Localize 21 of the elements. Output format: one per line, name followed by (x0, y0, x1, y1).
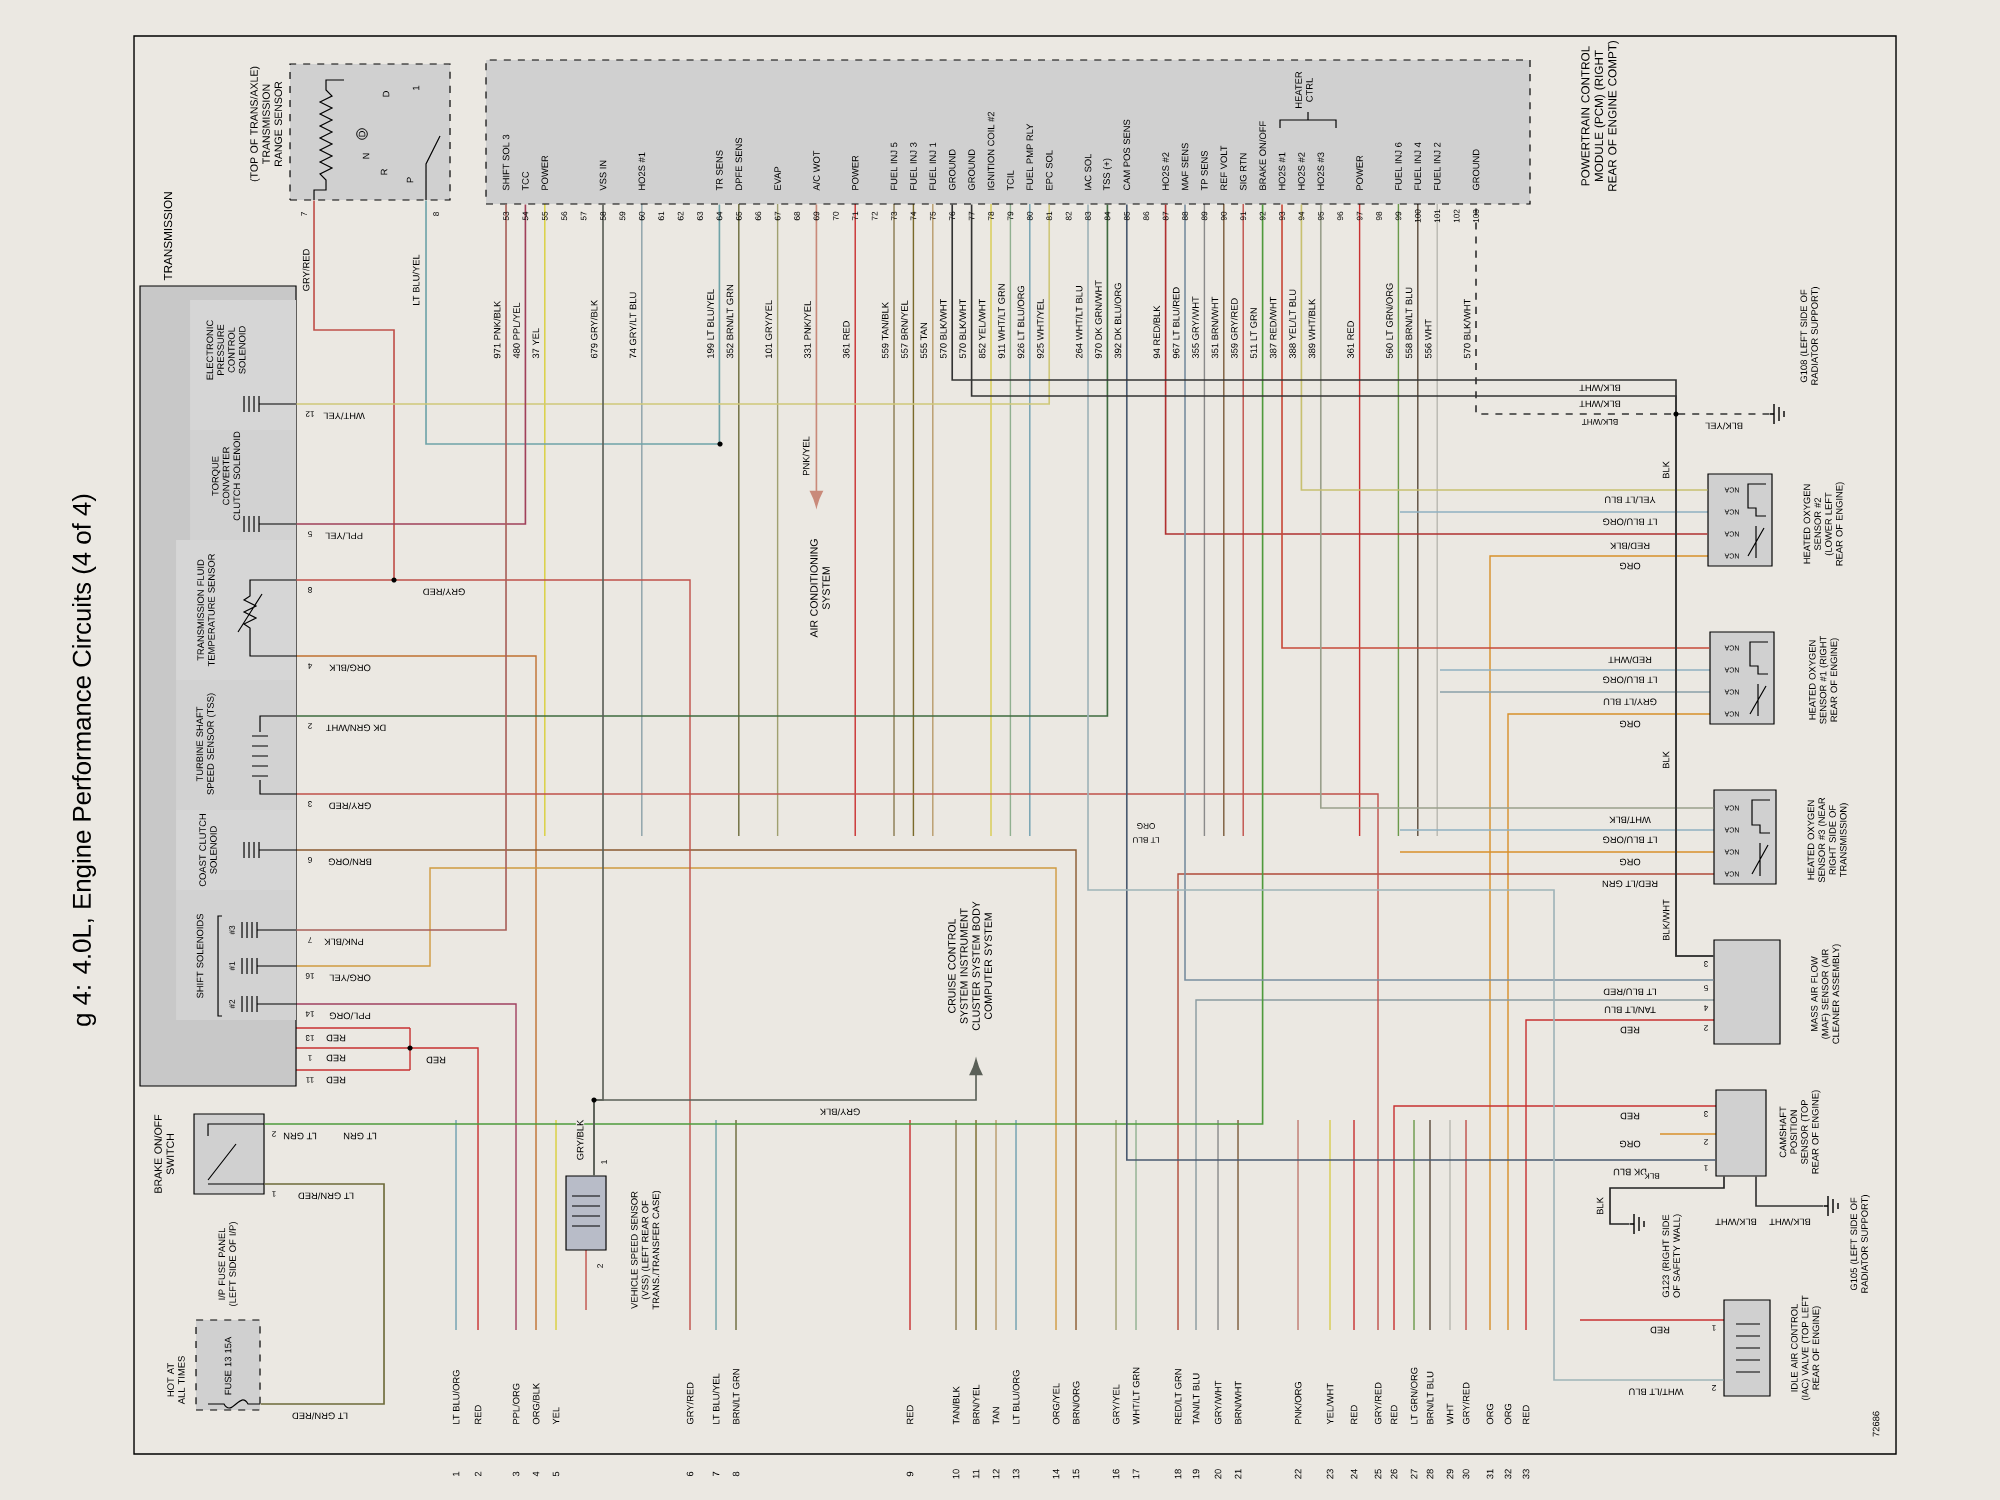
wire (1126, 203, 1717, 1161)
wire (1184, 203, 1715, 981)
wire (1475, 203, 1771, 415)
wire (1755, 1175, 1825, 1207)
arrow (593, 1059, 983, 1177)
wire (1087, 203, 1725, 1381)
wire (1281, 203, 1711, 649)
arrow (810, 203, 823, 507)
wire (295, 203, 1051, 405)
wire (295, 203, 527, 525)
diagram-title: g 4: 4.0L, Engine Performance Circuits (4 of 4) (72, 494, 96, 1026)
wire (425, 199, 721, 445)
wire (263, 203, 1264, 1125)
wire (295, 203, 507, 931)
wire (1300, 203, 1709, 491)
wire (1164, 203, 1709, 535)
wire (295, 199, 395, 581)
wire (1609, 1175, 1725, 1225)
wire (259, 1183, 385, 1405)
wire (1320, 203, 1715, 809)
wire (295, 203, 1109, 717)
